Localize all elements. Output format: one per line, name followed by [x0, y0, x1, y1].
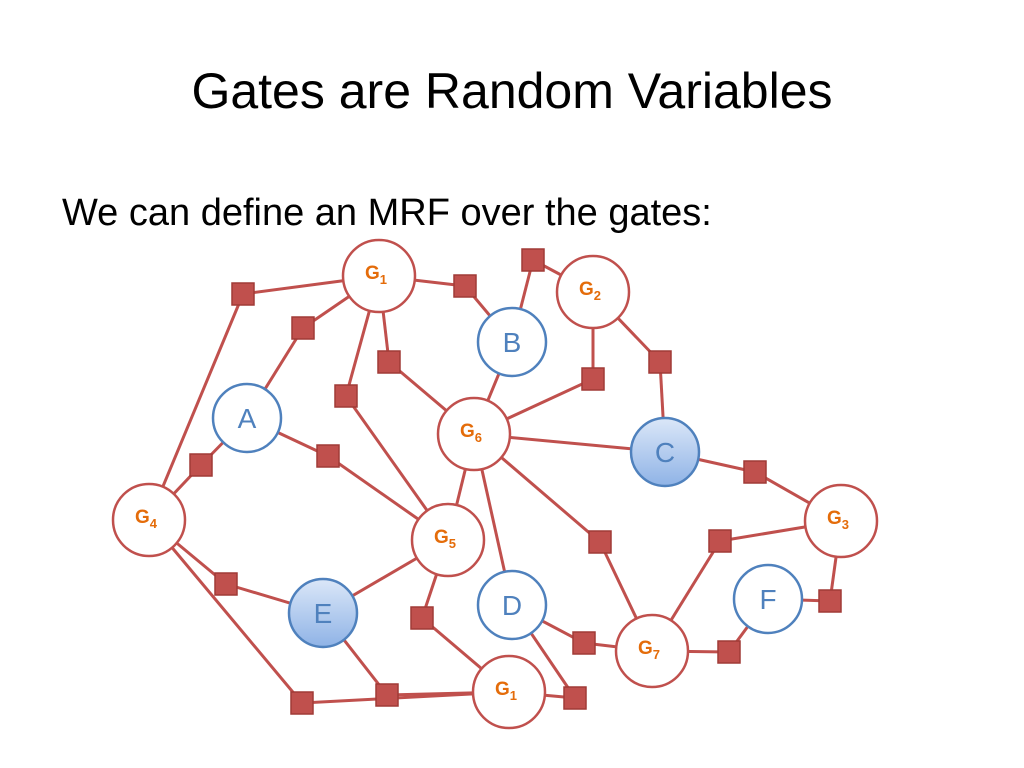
variable-label: A [238, 403, 257, 434]
gate-circle [410, 502, 486, 578]
factor-node [316, 444, 340, 468]
factor-node [214, 572, 238, 596]
gate-node-g1a: G1 [341, 238, 417, 314]
gate-node-g7: G7 [614, 613, 690, 689]
factor-node [410, 606, 434, 630]
gate-label: G5 [434, 527, 456, 551]
slide-body-text: We can define an MRF over the gates: [62, 192, 712, 234]
variable-node-d: D [476, 569, 548, 641]
gate-circle [341, 238, 417, 314]
variable-node-c: C [629, 416, 701, 488]
gate-label: G1 [495, 679, 517, 703]
gate-node-g6: G6 [436, 396, 512, 472]
gate-node-g5: G5 [410, 502, 486, 578]
factor-node [290, 691, 314, 715]
factor-node [708, 529, 732, 553]
factor-node [588, 530, 612, 554]
factor-node [581, 367, 605, 391]
factor-node [648, 350, 672, 374]
gate-node-g4: G4 [111, 482, 187, 558]
factor-node [572, 631, 596, 655]
variable-node-a: A [211, 382, 283, 454]
slide-title: Gates are Random Variables [191, 63, 833, 119]
variable-label: D [502, 590, 522, 621]
variable-label: C [655, 437, 675, 468]
factor-node [377, 350, 401, 374]
variable-node-e: E [287, 577, 359, 649]
factor-node [334, 384, 358, 408]
variable-node-b: B [476, 306, 548, 378]
factor-node [818, 589, 842, 613]
variable-circle [476, 569, 548, 641]
gate-circle [471, 654, 547, 730]
factor-node [375, 683, 399, 707]
gate-label: G3 [827, 508, 849, 532]
factor-node [231, 282, 255, 306]
factor-node [717, 640, 741, 664]
observed-variable-circle [287, 577, 359, 649]
gate-label: G2 [579, 279, 601, 303]
factor-node [743, 460, 767, 484]
factor-node [189, 453, 213, 477]
variable-circle [211, 382, 283, 454]
factor-layer [189, 248, 842, 715]
edge-factor-1-g4 [147, 293, 245, 521]
variable-label: F [759, 584, 776, 615]
variable-node-f: F [732, 563, 804, 635]
gate-label: G1 [365, 263, 387, 287]
edge-factor-19-g4 [147, 519, 304, 704]
gate-circle [111, 482, 187, 558]
factor-node [291, 316, 315, 340]
gate-node-g2: G2 [555, 254, 631, 330]
variable-circle [732, 563, 804, 635]
factor-node [453, 274, 477, 298]
gate-label: G4 [135, 507, 158, 531]
gate-node-g3: G3 [803, 483, 879, 559]
gate-circle [614, 613, 690, 689]
gate-circle [436, 396, 512, 472]
variable-label: B [503, 327, 522, 358]
factor-node [521, 248, 545, 272]
gate-node-g1b: G1 [471, 654, 547, 730]
gate-circle [555, 254, 631, 330]
variable-label: E [314, 598, 333, 629]
observed-variable-circle [629, 416, 701, 488]
gate-label: G7 [638, 638, 660, 662]
variable-circle [476, 306, 548, 378]
gate-label: G6 [460, 421, 482, 445]
gate-circle [803, 483, 879, 559]
factor-node [563, 686, 587, 710]
